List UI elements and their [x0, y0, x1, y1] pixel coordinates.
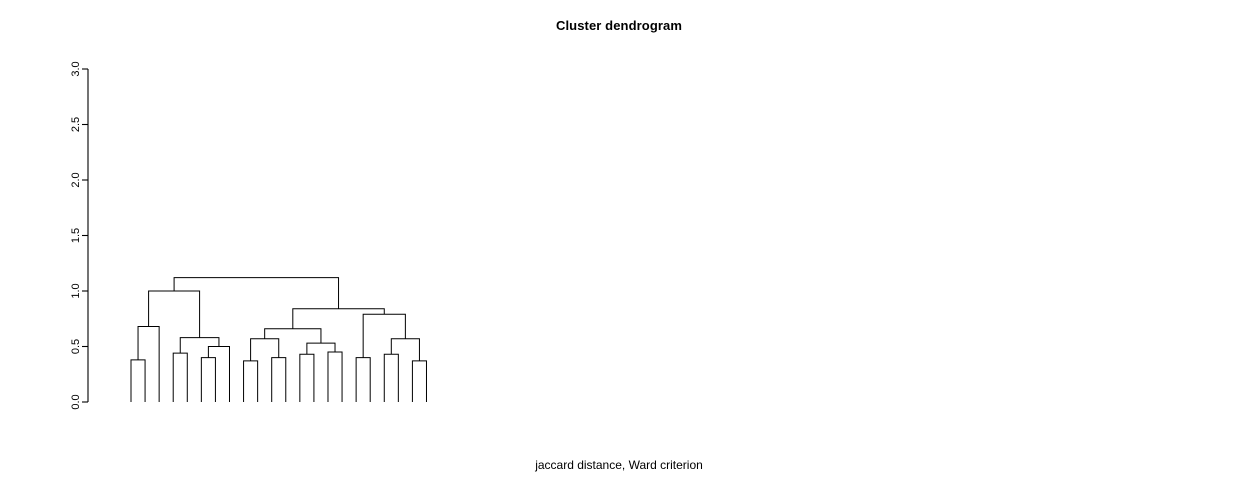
y-axis: 0.0 0.5 1.0 1.5 2.0 2.5 3.0 [70, 61, 89, 410]
dendrogram-branch [299, 353, 315, 402]
dendrogram-branch [292, 308, 385, 329]
dendrogram-branch [207, 346, 230, 402]
dendrogram-branch [173, 277, 340, 309]
dendrogram-branch [243, 360, 259, 402]
dendrogram-branch [172, 352, 188, 402]
dendrogram-branch [148, 290, 201, 338]
dendrogram-branch [355, 357, 371, 402]
dendrogram-branches [130, 277, 427, 402]
dendrogram-branch [130, 359, 146, 402]
dendrogram-branch [306, 342, 336, 355]
dendrogram-branch [264, 328, 322, 344]
dendrogram-branch [200, 357, 216, 402]
y-tick-label: 2.0 [70, 172, 82, 187]
dendrogram-branch [411, 360, 427, 402]
dendrogram-branch [179, 337, 220, 354]
y-tick-label: 1.5 [70, 228, 82, 243]
page-title: Cluster dendrogram [555, 18, 683, 33]
dendrogram-branch [271, 357, 287, 402]
dendrogram-branch [137, 326, 160, 402]
y-tick-label: 0.5 [70, 339, 82, 354]
y-tick-label: 1.0 [70, 283, 82, 298]
y-tick-label: 2.5 [70, 117, 82, 132]
dendrogram-branch [390, 338, 420, 361]
y-tick-label: 3.0 [70, 61, 82, 76]
x-axis-label: jaccard distance, Ward criterion [535, 458, 703, 472]
dendrogram-branch [362, 313, 406, 358]
dendrogram-branch [327, 351, 343, 402]
y-tick-label: 0.0 [70, 394, 82, 409]
dendrogram-branch [383, 353, 399, 402]
